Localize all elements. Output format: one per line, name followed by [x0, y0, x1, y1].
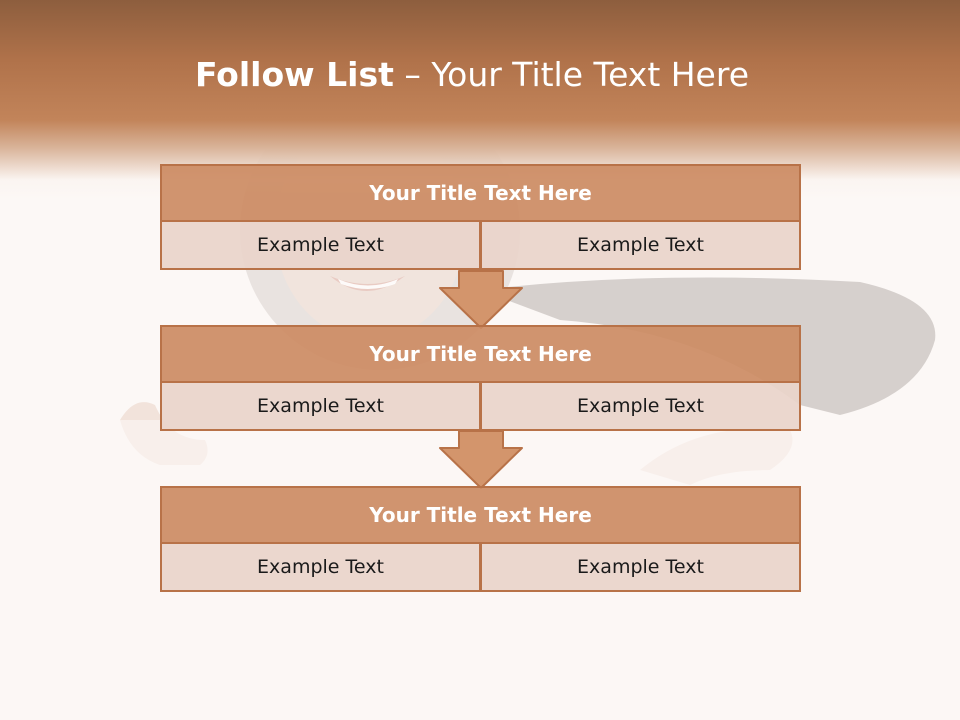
block-cell-right[interactable]: Example Text: [480, 542, 801, 592]
slide-title-strong: Follow List: [194, 55, 394, 94]
slide-title: Follow List – Your Title Text Here: [0, 52, 944, 98]
block-cell-right[interactable]: Example Text: [480, 381, 801, 431]
list-block-1: Your Title Text Here Example Text Exampl…: [160, 164, 801, 270]
block-title[interactable]: Your Title Text Here: [160, 486, 801, 544]
block-cell-left[interactable]: Example Text: [160, 220, 481, 270]
arrow-down-icon: [439, 430, 523, 489]
list-block-2: Your Title Text Here Example Text Exampl…: [160, 325, 801, 431]
block-cell-left[interactable]: Example Text: [160, 381, 481, 431]
block-cell-left[interactable]: Example Text: [160, 542, 481, 592]
slide-title-rest: – Your Title Text Here: [404, 55, 750, 94]
block-cell-right[interactable]: Example Text: [480, 220, 801, 270]
block-title[interactable]: Your Title Text Here: [160, 325, 801, 383]
list-block-3: Your Title Text Here Example Text Exampl…: [160, 486, 801, 592]
arrow-down-icon: [439, 270, 523, 329]
block-title[interactable]: Your Title Text Here: [160, 164, 801, 222]
